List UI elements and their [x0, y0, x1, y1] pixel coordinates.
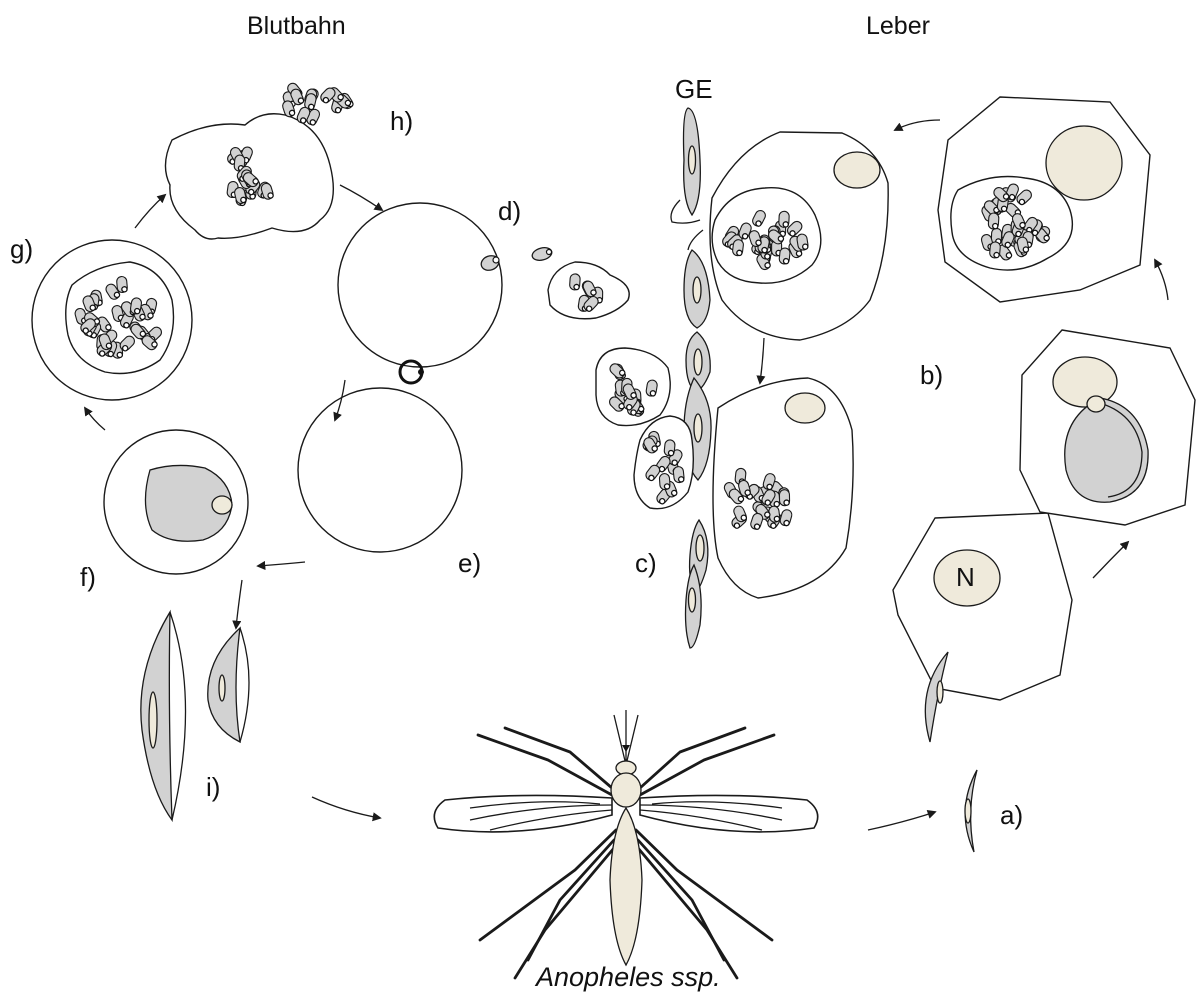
- hepatocyte-early-schizont: [1020, 330, 1195, 525]
- rbc-ring-stage-e: [298, 361, 462, 552]
- endothelial-column: [671, 108, 711, 648]
- label-stage-b: b): [920, 360, 943, 391]
- label-stage-d: d): [498, 196, 521, 227]
- hepatocyte-mature-schizont: [938, 97, 1150, 302]
- merosomes-d: [548, 262, 670, 426]
- species-caption: Anopheles ssp.: [536, 962, 721, 993]
- rbc-schizont-g: [32, 240, 192, 400]
- label-stage-g: g): [10, 234, 33, 265]
- arrow-h-to-d: [340, 185, 382, 210]
- arrow-mosquito-to-a: [868, 812, 935, 830]
- label-stage-h: h): [390, 106, 413, 137]
- arrow-g-to-h: [135, 195, 165, 228]
- merozoite: [569, 274, 580, 291]
- merozoite: [779, 490, 789, 506]
- hepatocyte-with-sporozoite: [893, 513, 1072, 742]
- merozoite: [988, 213, 999, 230]
- label-stage-c: c): [635, 548, 657, 579]
- hepatocyte-rupturing-upper: [710, 132, 888, 340]
- merozoite: [989, 241, 1000, 258]
- merozoite: [673, 466, 685, 483]
- mosquito-anopheles: [434, 710, 817, 978]
- merozoite: [732, 239, 744, 256]
- header-blood: Blutbahn: [247, 12, 346, 41]
- merozoite: [779, 211, 790, 228]
- rbc-trophozoite-f: [104, 430, 248, 574]
- label-stage-f: f): [80, 562, 96, 593]
- arrow-f-to-i: [236, 580, 242, 628]
- gametocytes-i: [141, 612, 249, 820]
- sporozoite-a: [965, 770, 977, 852]
- label-nucleus: N: [956, 562, 975, 593]
- rbc-rupture-h: [165, 81, 354, 239]
- merozoite: [664, 439, 676, 456]
- label-ge: GE: [675, 74, 713, 105]
- label-stage-e: e): [458, 548, 481, 579]
- rbc-invasion: [338, 203, 502, 367]
- arrow-i-to-mosquito: [312, 797, 380, 818]
- hepatocyte-rupturing-lower: [634, 378, 853, 598]
- merozoite: [779, 248, 791, 265]
- label-stage-a: a): [1000, 800, 1023, 831]
- label-stage-i: i): [206, 772, 220, 803]
- merozoite: [659, 473, 670, 490]
- arrow-mature-to-c: [895, 120, 940, 130]
- arrow-f-to-g: [85, 408, 105, 430]
- arrow-e-to-f: [258, 562, 305, 566]
- header-liver: Leber: [866, 12, 930, 41]
- arrow-b-to-mature: [1155, 260, 1168, 300]
- arrow-c-upper-to-lower: [760, 338, 764, 383]
- arrow-hepatocyte-to-b: [1093, 542, 1128, 578]
